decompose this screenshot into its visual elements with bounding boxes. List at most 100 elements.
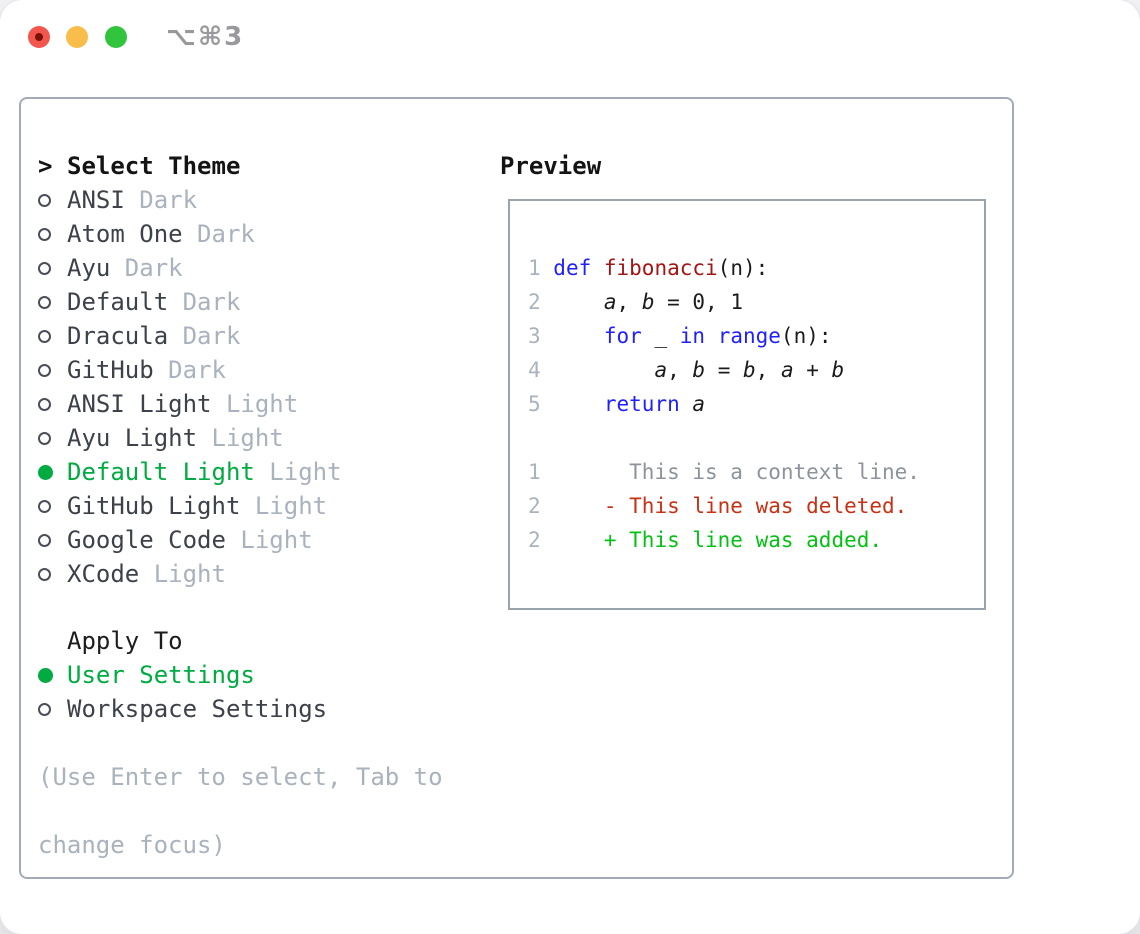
code-segment-kw: def: [553, 256, 604, 280]
theme-name: ANSI: [67, 186, 125, 214]
preview-code-line: 2 a, b = 0, 1: [528, 285, 976, 319]
theme-option-label: GitHub Dark: [67, 356, 226, 384]
preview-code-line: 1 This is a context line.: [528, 455, 976, 489]
theme-list-title: Select Theme: [67, 152, 241, 180]
theme-option-label: Default Light Light: [67, 458, 342, 486]
radio-icon: [38, 227, 67, 241]
radio-icon: [38, 533, 67, 547]
radio-icon: [38, 193, 67, 207]
code-segment-var: a: [603, 290, 617, 314]
theme-variant: Dark: [110, 254, 183, 282]
theme-name: Ayu Light: [67, 424, 198, 452]
radio-circle: [38, 533, 51, 547]
code-segment-code: = 0, 1: [654, 290, 743, 314]
radio-circle: [38, 499, 51, 513]
code-segment-code: ,: [667, 358, 693, 382]
theme-variant: Dark: [124, 186, 198, 214]
hint-line-2: change focus): [38, 831, 226, 859]
preview-code-line: 1 def fibonacci(n):: [528, 251, 976, 285]
code-segment-var: b: [743, 358, 756, 382]
theme-option-label: GitHub Light Light: [67, 492, 327, 520]
code-segment-var: b: [692, 358, 706, 382]
theme-option[interactable]: Ayu Light Light: [38, 421, 342, 455]
theme-option-label: Ayu Light Light: [67, 424, 284, 452]
theme-option[interactable]: Atom One Dark: [38, 217, 342, 251]
theme-option[interactable]: ANSI Dark: [38, 183, 342, 217]
code-segment-var: b: [641, 290, 655, 314]
theme-option[interactable]: Default Dark: [38, 285, 342, 319]
theme-name: GitHub: [67, 356, 154, 384]
apply-to-name: Workspace Settings: [67, 695, 328, 723]
radio-icon: [38, 702, 67, 716]
title-bar: ⌥⌘3: [0, 0, 1140, 76]
apply-to-option[interactable]: User Settings: [38, 658, 327, 692]
theme-option-label: Google Code Light: [67, 526, 313, 554]
radio-icon: [38, 397, 67, 411]
theme-option-label: Default Dark: [67, 288, 240, 316]
radio-icon: [38, 567, 67, 581]
theme-variant: Light: [240, 492, 328, 520]
theme-option[interactable]: ANSI Light Light: [38, 387, 342, 421]
theme-option-label: Ayu Dark: [67, 254, 183, 282]
code-segment-code: ,: [755, 358, 781, 382]
code-segment-num: 2: [528, 290, 554, 314]
radio-circle: [38, 193, 51, 207]
code-segment-code: [667, 324, 680, 348]
apply-to-option[interactable]: Workspace Settings: [38, 692, 327, 726]
radio-icon: [38, 363, 67, 377]
radio-circle: [38, 329, 51, 343]
theme-name: XCode: [67, 560, 140, 588]
apply-to-name: User Settings: [67, 661, 255, 689]
theme-option[interactable]: GitHub Dark: [38, 353, 342, 387]
theme-name: GitHub Light: [67, 492, 241, 520]
theme-option[interactable]: XCode Light: [38, 557, 342, 591]
code-segment-num: 2: [528, 528, 541, 552]
minimize-button[interactable]: [66, 26, 88, 48]
code-segment-code: (n):: [780, 324, 832, 348]
theme-option[interactable]: Ayu Dark: [38, 251, 342, 285]
theme-variant: Dark: [182, 220, 255, 248]
radio-circle: [38, 567, 51, 581]
theme-variant: Light: [197, 424, 284, 452]
close-button[interactable]: [28, 26, 50, 48]
code-segment-code: [553, 358, 654, 382]
window-title-shortcut: ⌥⌘3: [166, 22, 245, 52]
caret-glyph: >: [38, 152, 53, 180]
theme-name: Google Code: [67, 526, 226, 554]
theme-name: Default: [67, 288, 169, 316]
radio-circle: [38, 227, 51, 241]
theme-option[interactable]: Dracula Dark: [38, 319, 342, 353]
code-segment-code: +: [793, 358, 832, 382]
code-segment-code: =: [705, 358, 743, 382]
theme-name: ANSI Light: [67, 390, 212, 418]
theme-option[interactable]: Google Code Light: [38, 523, 342, 557]
code-segment-ctx: This is a context line.: [540, 460, 920, 484]
theme-option[interactable]: Default Light Light: [38, 455, 342, 489]
code-segment-code: [553, 392, 604, 416]
code-segment-num: 3: [528, 324, 554, 348]
radio-icon: [38, 499, 67, 513]
theme-variant: Dark: [153, 356, 226, 384]
zoom-button[interactable]: [105, 26, 127, 48]
code-segment-var: a: [780, 358, 794, 382]
preview-code-line: 3 for _ in range(n):: [528, 319, 976, 353]
theme-option-label: Dracula Dark: [67, 322, 240, 350]
code-segment-num: 1: [528, 256, 554, 280]
hint-line-1: (Use Enter to select, Tab to: [38, 763, 443, 791]
theme-option[interactable]: GitHub Light Light: [38, 489, 342, 523]
code-segment-code: [553, 324, 604, 348]
radio-circle: [38, 295, 51, 309]
code-segment-kw: in range: [679, 324, 781, 348]
radio-circle: [38, 363, 51, 377]
theme-variant: Dark: [168, 288, 241, 316]
code-segment-code: (n):: [717, 256, 769, 280]
preview-code-line: [528, 421, 976, 455]
theme-variant: Light: [254, 458, 342, 486]
preview-code-line: 2 + This line was added.: [528, 523, 976, 557]
code-segment-del: - This line was deleted.: [540, 494, 908, 518]
radio-icon: [38, 295, 67, 309]
